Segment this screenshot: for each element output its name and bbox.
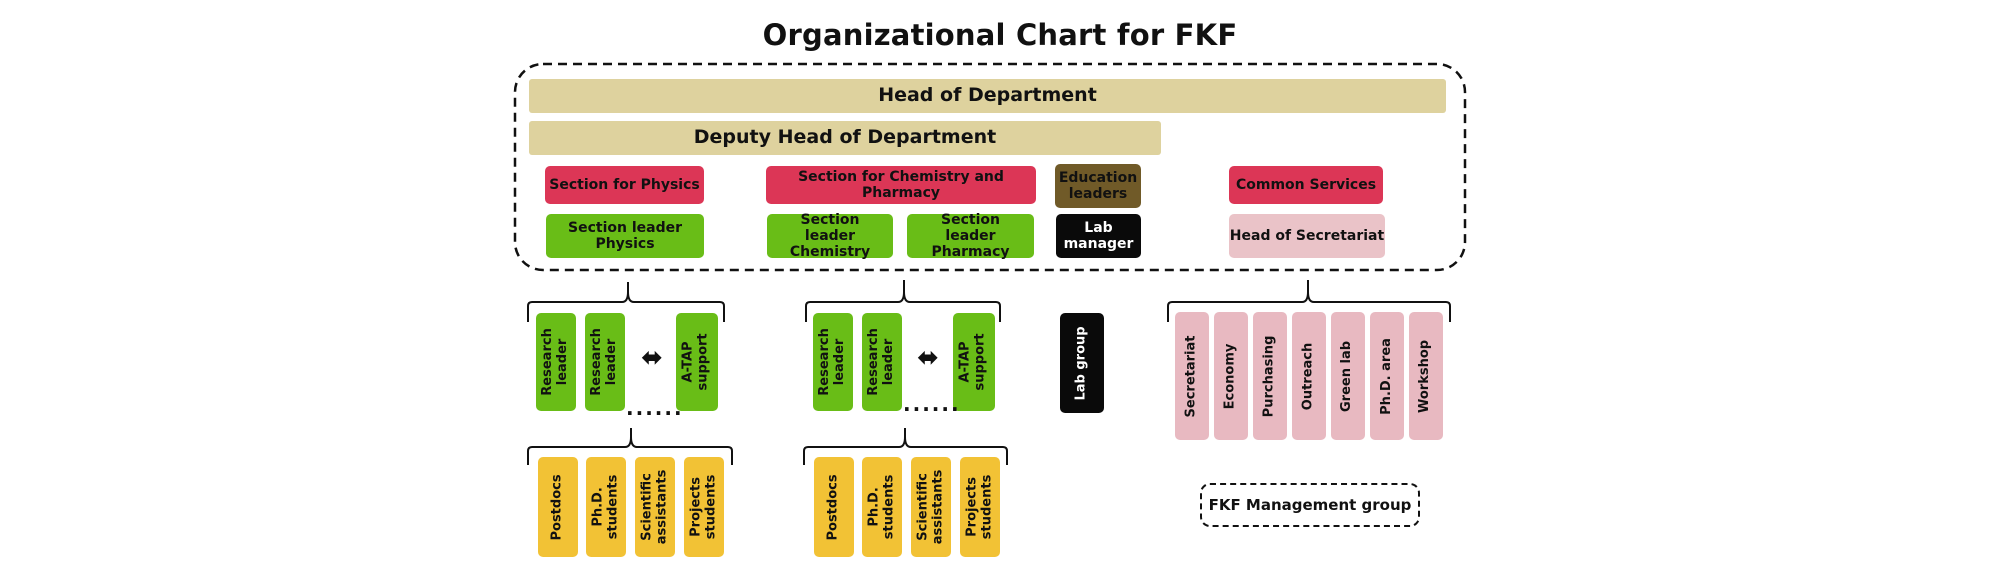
atap-support-physics: A-TAP support — [676, 313, 718, 411]
research-leader-physics-1: Research leader — [536, 313, 576, 411]
physics-students-bracket — [527, 428, 733, 465]
double-arrow-icon: ⬌ — [641, 343, 663, 373]
section-physics: Section for Physics — [545, 166, 704, 204]
management-outline — [513, 62, 1467, 272]
service-outreach: Outreach — [1292, 312, 1326, 440]
phd-students-chemistry: Ph.D. students — [862, 457, 902, 557]
postdocs-physics: Postdocs — [538, 457, 578, 557]
atap-support-chemistry: A-TAP support — [953, 313, 995, 411]
service-purchasing: Purchasing — [1253, 312, 1287, 440]
lab-group: Lab group — [1060, 313, 1104, 413]
section-leader-chemistry: Section leader Chemistry — [767, 212, 893, 260]
section-chemistry-pharmacy: Section for Chemistry and Pharmacy — [766, 166, 1036, 204]
chemistry-research-bracket — [805, 280, 1001, 322]
scientific-assistants-physics: Scientific assistants — [635, 457, 675, 557]
postdocs-chemistry: Postdocs — [814, 457, 854, 557]
education-leaders: Education leaders — [1055, 164, 1141, 208]
head-of-department: Head of Department — [529, 79, 1446, 113]
scientific-assistants-chemistry: Scientific assistants — [911, 457, 951, 557]
chemistry-students-bracket — [803, 428, 1008, 465]
research-leader-chemistry-2: Research leader — [862, 313, 902, 411]
physics-research-bracket — [527, 282, 725, 322]
service-workshop: Workshop — [1409, 312, 1443, 440]
deputy-head-of-department: Deputy Head of Department — [529, 121, 1161, 155]
service-secretariat: Secretariat — [1175, 312, 1209, 440]
section-leader-physics: Section leader Physics — [546, 214, 704, 258]
more-dots: ...... — [903, 392, 961, 416]
head-of-secretariat: Head of Secretariat — [1229, 214, 1385, 258]
double-arrow-icon: ⬌ — [917, 343, 939, 373]
services-bracket — [1167, 280, 1451, 322]
lab-manager: Lab manager — [1056, 214, 1141, 258]
projects-students-chemistry: Projects students — [960, 457, 1000, 557]
phd-students-physics: Ph.D. students — [586, 457, 626, 557]
page-title: Organizational Chart for FKF — [762, 18, 1238, 52]
more-dots: ...... — [626, 396, 684, 420]
section-leader-pharmacy: Section leader Pharmacy — [907, 212, 1034, 260]
service-phd-area: Ph.D. area — [1370, 312, 1404, 440]
research-leader-chemistry-1: Research leader — [813, 313, 853, 411]
projects-students-physics: Projects students — [684, 457, 724, 557]
service-economy: Economy — [1214, 312, 1248, 440]
service-green-lab: Green lab — [1331, 312, 1365, 440]
research-leader-physics-2: Research leader — [585, 313, 625, 411]
common-services: Common Services — [1229, 166, 1383, 204]
management-group-legend: FKF Management group — [1200, 483, 1420, 527]
